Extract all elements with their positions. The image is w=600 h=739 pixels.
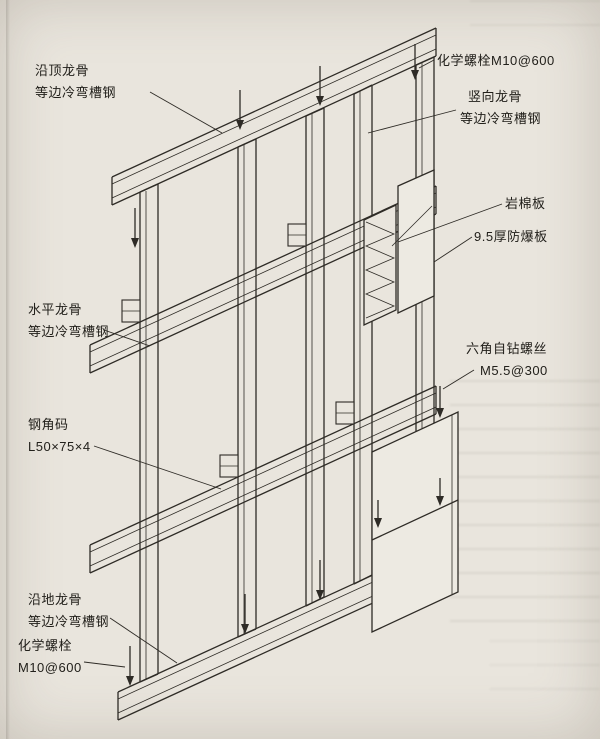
leader-lines (83, 59, 503, 668)
label-rockwool: 岩棉板 (505, 196, 546, 211)
chem-bolt-arrow-top-4 (131, 208, 139, 248)
chem-bolt-arrow-bottom-3 (316, 560, 324, 600)
label-vertical-stud-1: 竖向龙骨 (468, 89, 523, 104)
leader-rockwool (397, 203, 503, 243)
leader-angle-bracket (93, 445, 222, 490)
leader-vertical-stud (367, 109, 457, 134)
leader-screw (442, 369, 475, 390)
label-horizontal-keel-2: 等边冷弯槽钢 (28, 324, 110, 339)
chem-bolt-arrow-bottom-1 (126, 646, 134, 686)
leader-blast-board (433, 236, 473, 263)
label-floor-track-2: 等边冷弯槽钢 (28, 614, 110, 629)
label-chem-bolt-bottom-2: M10@600 (18, 660, 82, 675)
blast-board-panel (391, 168, 435, 315)
vertical-stud-3 (305, 107, 325, 607)
label-chem-bolt-top: 化学螺栓M10@600 (437, 53, 555, 68)
leader-chem-bolt-bottom (83, 661, 126, 668)
label-floor-track-1: 沿地龙骨 (28, 592, 83, 607)
horizontal-keel-2 (89, 385, 437, 574)
label-angle-bracket-1: 钢角码 (28, 417, 69, 432)
screw-arrow-1 (436, 386, 444, 418)
leader-horizontal-keel (103, 329, 151, 347)
leader-ceiling-track (149, 91, 223, 134)
label-ceiling-track-1: 沿顶龙骨 (35, 63, 90, 78)
leader-chem-bolt-top (418, 59, 435, 69)
angle-bracket-3 (219, 454, 239, 478)
label-blast-board: 9.5厚防爆板 (474, 229, 548, 244)
label-angle-bracket-2: L50×75×4 (28, 439, 91, 454)
label-ceiling-track-2: 等边冷弯槽钢 (35, 85, 117, 100)
label-screw-2: M5.5@300 (480, 363, 548, 378)
chem-bolt-arrow-top-2 (316, 66, 324, 106)
angle-bracket-1 (121, 299, 141, 323)
leader-floor-track (109, 617, 178, 664)
vertical-stud-2 (237, 138, 257, 638)
chem-bolt-arrow-bottom-2 (241, 594, 249, 634)
chem-bolt-arrow-top-1 (411, 44, 419, 80)
lower-board-panel (371, 410, 459, 634)
label-horizontal-keel-1: 水平龙骨 (28, 302, 83, 317)
label-chem-bolt-bottom-1: 化学螺栓 (18, 638, 73, 653)
angle-bracket-4 (335, 401, 355, 425)
rockwool-panel (363, 203, 397, 327)
chem-bolt-arrow-top-3 (236, 90, 244, 130)
screw-arrow-3 (436, 478, 444, 506)
vertical-stud-1 (139, 183, 159, 683)
label-screw-1: 六角自钻螺丝 (466, 341, 548, 356)
vertical-stud-4 (353, 84, 373, 585)
ceiling-track (111, 27, 437, 206)
angle-bracket-2 (287, 223, 307, 247)
label-vertical-stud-2: 等边冷弯槽钢 (460, 111, 542, 126)
screw-arrow-2 (374, 500, 382, 528)
